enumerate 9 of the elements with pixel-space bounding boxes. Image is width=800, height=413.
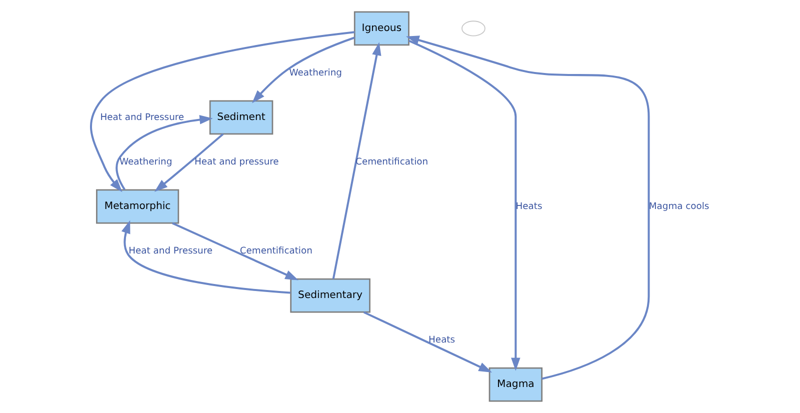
edge-label: Heats <box>428 334 456 346</box>
edge-label: Magma cools <box>648 200 710 212</box>
edge-label: Cementification <box>240 245 312 256</box>
edge-label: Heat and pressure <box>194 156 279 168</box>
edge-label: Heat and Pressure <box>100 112 184 123</box>
edge-label: Weathering <box>289 67 342 78</box>
edge-label: Weathering <box>119 156 172 168</box>
edge-label: Heats <box>516 200 542 212</box>
edge-label: Heat and Pressure <box>128 245 213 256</box>
